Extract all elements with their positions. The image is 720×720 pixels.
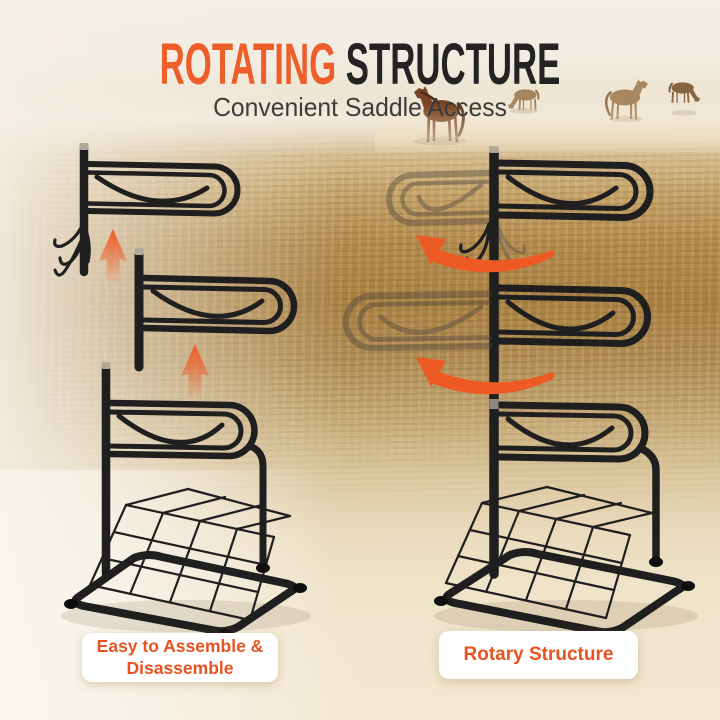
callout-left: Easy to Assemble & Disassemble xyxy=(82,633,278,682)
page-subtitle: Convenient Saddle Access xyxy=(213,92,507,122)
rotate-arrow-icon xyxy=(416,357,555,395)
assembled-rotating-rack xyxy=(442,146,687,637)
rack-arm-part-middle xyxy=(134,249,298,372)
base-foot xyxy=(681,581,695,591)
rotate-arrow-icon xyxy=(416,235,555,273)
ghost-strap xyxy=(498,228,514,256)
callout-right: Rotary Structure xyxy=(439,631,638,679)
callout-right-text: Rotary Structure xyxy=(463,644,614,665)
rack-arm-part-top xyxy=(53,143,241,277)
post-cap xyxy=(489,146,499,153)
up-arrow-icon xyxy=(99,229,127,285)
title-rest: STRUCTURE xyxy=(345,32,561,97)
post-cap xyxy=(134,248,144,255)
base-foot xyxy=(434,596,448,606)
base-foot xyxy=(64,599,78,609)
base-foot xyxy=(293,583,307,593)
callout-left-line2: Disassemble xyxy=(126,657,234,678)
pole-collar xyxy=(489,399,499,409)
ghost-arm-rotated-middle xyxy=(342,290,493,352)
title-highlight: ROTATING xyxy=(159,32,337,97)
rack-base-assembly xyxy=(71,363,299,636)
ghost-arm-rotated-top xyxy=(386,170,492,226)
base-foot xyxy=(256,563,270,573)
base-foot xyxy=(649,557,663,567)
post-cap xyxy=(101,362,111,369)
post-cap xyxy=(79,143,89,150)
up-arrow-icon xyxy=(181,344,209,400)
blanket-grid xyxy=(444,485,654,620)
callout-left-line1: Easy to Assemble & xyxy=(96,635,264,656)
